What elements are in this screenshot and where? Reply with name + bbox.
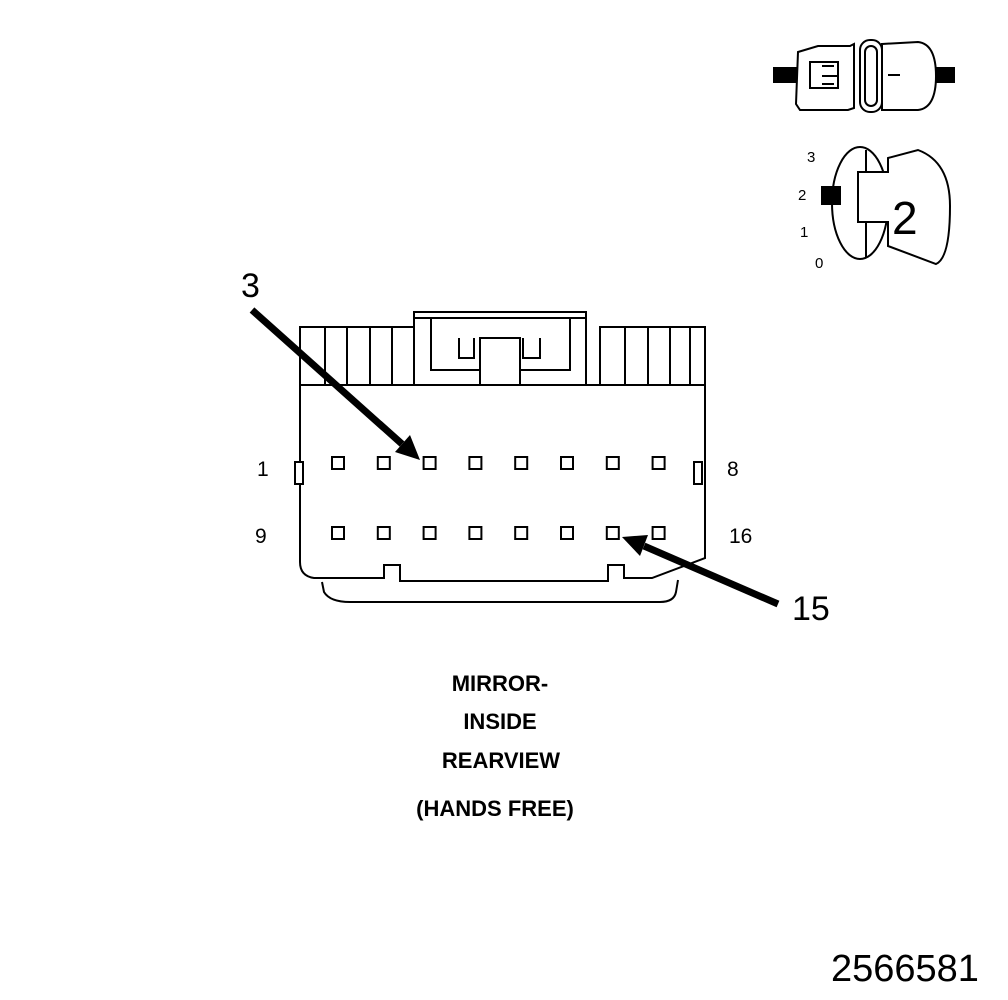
row1-last-pin-label: 8 bbox=[727, 458, 739, 481]
cavity-16 bbox=[651, 526, 666, 540]
connector-body bbox=[294, 311, 706, 603]
callout-label-3: 3 bbox=[241, 267, 260, 305]
cavity-2 bbox=[376, 456, 391, 470]
caption-line-2: INSIDE bbox=[463, 709, 536, 734]
position-indicator-icon bbox=[821, 146, 952, 266]
cavity-13 bbox=[514, 526, 529, 540]
cavity-9 bbox=[331, 526, 345, 540]
row1-first-pin-label: 1 bbox=[257, 458, 269, 481]
caption-line-3: REARVIEW bbox=[442, 748, 560, 773]
callout-label-15: 15 bbox=[792, 590, 830, 628]
position-tick-2: 2 bbox=[798, 187, 806, 204]
position-tick-0: 0 bbox=[815, 255, 823, 272]
row2-last-pin-label: 16 bbox=[729, 525, 752, 548]
cavity-11 bbox=[422, 526, 437, 540]
cavity-row-top bbox=[331, 456, 666, 470]
figure-id: 2566581 bbox=[831, 948, 979, 990]
connector-side-view-icon bbox=[773, 39, 955, 113]
cavity-10 bbox=[376, 526, 391, 540]
row2-first-pin-label: 9 bbox=[255, 525, 267, 548]
caption-line-4: (HANDS FREE) bbox=[416, 796, 574, 821]
cavity-14 bbox=[560, 526, 574, 540]
callout-arrow-15 bbox=[622, 535, 780, 608]
cavity-6 bbox=[560, 456, 574, 470]
cavity-3 bbox=[422, 456, 437, 470]
caption-line-1: MIRROR- bbox=[452, 671, 549, 696]
position-selected-number: 2 bbox=[892, 192, 918, 244]
cavity-row-bottom bbox=[331, 526, 666, 540]
callout-arrow-3 bbox=[249, 307, 420, 460]
cavity-7 bbox=[605, 456, 620, 470]
cavity-5 bbox=[514, 456, 529, 470]
cavity-1 bbox=[331, 456, 345, 470]
position-tick-1: 1 bbox=[800, 224, 808, 241]
cavity-12 bbox=[468, 526, 483, 540]
position-tick-3: 3 bbox=[807, 149, 815, 166]
cavity-15 bbox=[605, 526, 620, 540]
cavity-8 bbox=[651, 456, 666, 470]
cavity-4 bbox=[468, 456, 483, 470]
